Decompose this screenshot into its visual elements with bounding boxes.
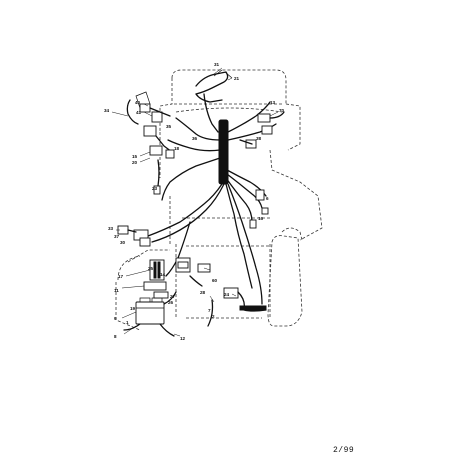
- callout-label: 9: [114, 316, 117, 321]
- callout-label: 18: [174, 146, 180, 151]
- callout-label: 38: [256, 136, 262, 141]
- callout-label: 19: [130, 306, 136, 311]
- left-mid-connectors: [117, 225, 151, 247]
- callout-label: 11: [114, 288, 119, 293]
- callout-label: 13: [270, 100, 276, 105]
- switch-connectors: [126, 91, 175, 195]
- callout-label: 31: [214, 62, 220, 67]
- callout-label: 26: [168, 300, 174, 305]
- callout-label: 30: [120, 240, 126, 245]
- callout-label: 60: [212, 278, 218, 283]
- callout-label: 17: [118, 274, 124, 279]
- callout-label: 70: [279, 108, 285, 113]
- callout-label: 14: [160, 272, 166, 277]
- callout-label: 25: [148, 266, 154, 271]
- callout-labels: 31 21 34 70 40 41 36 15 20 38 23 33 37 3…: [104, 62, 285, 341]
- callout-label: 12: [180, 336, 186, 341]
- callout-label: 15: [132, 154, 138, 159]
- callout-label: 41: [136, 110, 142, 115]
- drawing-revision-code: 2/99: [333, 446, 355, 455]
- callout-label: 16: [258, 216, 264, 221]
- lower-components: [123, 257, 267, 337]
- right-connectors: [239, 111, 285, 229]
- callout-label: 7: [208, 308, 211, 313]
- callout-label: 35: [166, 124, 172, 129]
- main-wire-harness: [147, 101, 277, 305]
- callout-label: 21: [234, 76, 240, 81]
- callout-label: 20: [132, 160, 138, 165]
- callout-label: 27: [170, 294, 176, 299]
- callout-label: 1: [126, 320, 129, 325]
- callout-label: 8: [114, 334, 117, 339]
- leader-lines: [111, 67, 279, 337]
- callout-label: 34: [104, 108, 110, 113]
- callout-label: 36: [192, 136, 198, 141]
- callout-label: 2: [212, 314, 215, 319]
- callout-label: 6: [266, 196, 269, 201]
- tractor-body-outline: [115, 69, 323, 331]
- headlight-harness: [195, 69, 233, 133]
- callout-label: 28: [200, 290, 206, 295]
- callout-label: 40: [135, 100, 141, 105]
- callout-label: 24: [224, 292, 230, 297]
- callout-label: 23: [152, 186, 158, 191]
- callout-label: 33: [108, 226, 114, 231]
- callout-label: 37: [114, 234, 120, 239]
